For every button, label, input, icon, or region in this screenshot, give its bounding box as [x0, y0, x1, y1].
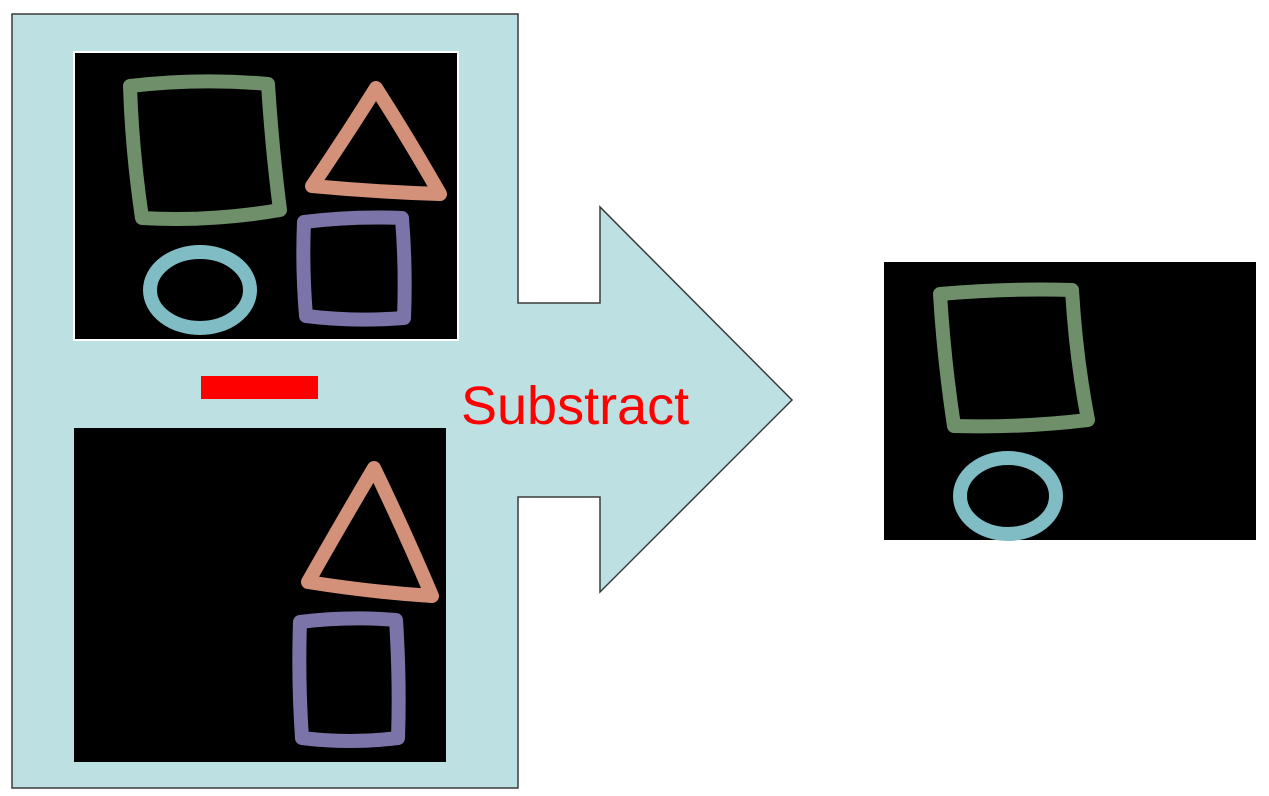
minus-sign: [201, 376, 318, 399]
source-image-full: [73, 51, 459, 341]
square-shape: [933, 282, 1095, 434]
operation-label: Substract: [461, 376, 689, 436]
triangle-shape: [305, 81, 447, 201]
square-shape: [123, 74, 287, 226]
small-square-shape: [292, 611, 406, 748]
circle-shape: [143, 245, 257, 335]
triangle-shape: [301, 461, 439, 603]
source-image-subtrahend: [74, 428, 446, 762]
small-square-shape: [296, 210, 412, 327]
circle-shape: [953, 451, 1063, 541]
result-image: [884, 262, 1256, 541]
